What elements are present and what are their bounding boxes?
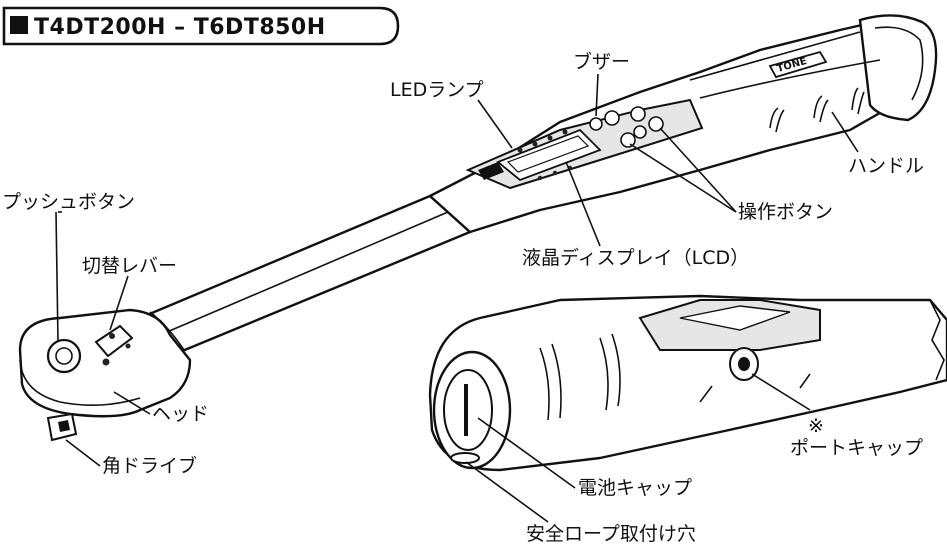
wrench-main: TONE [18,14,938,442]
label-led-lamp: LEDランプ [390,79,484,101]
labels: LEDランプ ブザー ハンドル プッシュボタン 切替レバー 操作ボタン 液晶ディ… [2,50,924,545]
led-dot [562,129,568,135]
label-battery-cap: 電池キャップ [578,477,692,499]
label-port-cap: ポートキャップ [790,437,923,459]
leader-lines [55,73,859,523]
label-lcd-display: 液晶ディスプレイ（LCD） [522,247,749,269]
label-square-drive: 角ドライブ [102,454,197,477]
label-safety-rope-hole: 安全ロープ取付け穴 [526,523,696,545]
switch-lever[interactable] [94,324,134,358]
power-button[interactable] [604,110,620,126]
unit-button[interactable] [633,125,647,139]
control-panel [465,98,704,190]
set-button[interactable] [620,132,636,148]
title-square-icon [10,16,28,34]
model-title: T4DT200H – T6DT850H [34,15,326,40]
label-operation-buttons: 操作ボタン [738,201,833,223]
label-switch-lever: 切替レバー [82,255,177,277]
down-button[interactable] [648,116,664,132]
up-button[interactable] [630,106,646,122]
label-push-button: プッシュボタン [2,191,135,213]
lcd-screen [496,128,602,182]
led-dot [517,147,523,153]
safety-rope-hole [450,452,480,464]
led-dot [537,175,543,181]
ratchet-head [18,308,192,442]
label-handle: ハンドル [848,155,924,177]
led-dot [547,135,553,141]
label-head: ヘッド [152,403,209,425]
title-box: T4DT200H – T6DT850H [2,6,400,46]
led-dot [532,141,538,147]
label-port-cap-mark: ※ [808,415,824,437]
label-buzzer: ブザー [573,50,630,73]
buzzer-icon [589,117,603,131]
wrench-end-inset [428,294,947,472]
grip-grooves [769,87,865,133]
led-dot [552,170,558,176]
